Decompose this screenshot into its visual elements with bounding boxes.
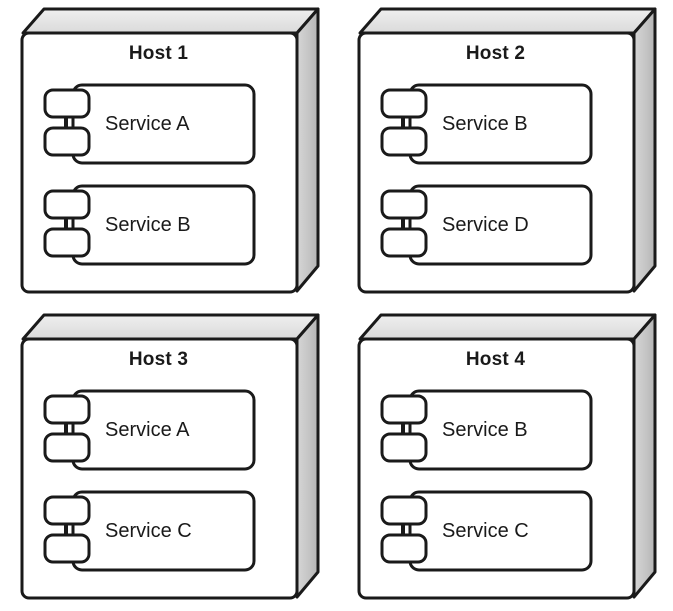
uml-component-icon [380,490,593,572]
node-title-host-3: Host 3 [128,349,189,370]
node-side-face [632,313,657,599]
deployment-node-host-3[interactable]: Host 3 Service A Service C [0,306,336,611]
node-side-face [295,313,320,599]
node-3d-box-shape [357,7,657,294]
uml-component-icon [380,83,593,165]
node-3d-box-shape [357,313,657,600]
component-label-host2-0: Service B [442,113,528,135]
node-top-face [358,7,657,35]
component-label-host2-1: Service D [442,214,529,236]
deployment-node-host-1[interactable]: Host 1 Service A Service B [0,0,336,305]
uml-component-icon [43,184,256,266]
uml-component-icon [380,389,593,471]
node-title-host-4: Host 4 [465,349,526,370]
node-top-face [358,313,657,341]
node-title-host-1: Host 1 [128,43,189,64]
node-top-face [21,7,320,35]
uml-component-icon [43,83,256,165]
component-label-host1-0: Service A [105,113,190,135]
uml-component-icon [380,184,593,266]
uml-component-icon [43,490,256,572]
component-label-host3-0: Service A [105,419,190,441]
node-3d-box-shape [20,313,320,600]
component-label-host4-1: Service C [442,520,529,542]
deployment-node-host-4[interactable]: Host 4 Service B Service C [337,306,673,611]
node-side-face [295,7,320,293]
node-top-face [21,313,320,341]
node-3d-box-shape [20,7,320,294]
node-side-face [632,7,657,293]
component-label-host4-0: Service B [442,419,528,441]
deployment-node-host-2[interactable]: Host 2 Service B Service D [337,0,673,305]
node-title-host-2: Host 2 [465,43,526,64]
uml-component-icon [43,389,256,471]
component-label-host1-1: Service B [105,214,191,236]
component-label-host3-1: Service C [105,520,192,542]
